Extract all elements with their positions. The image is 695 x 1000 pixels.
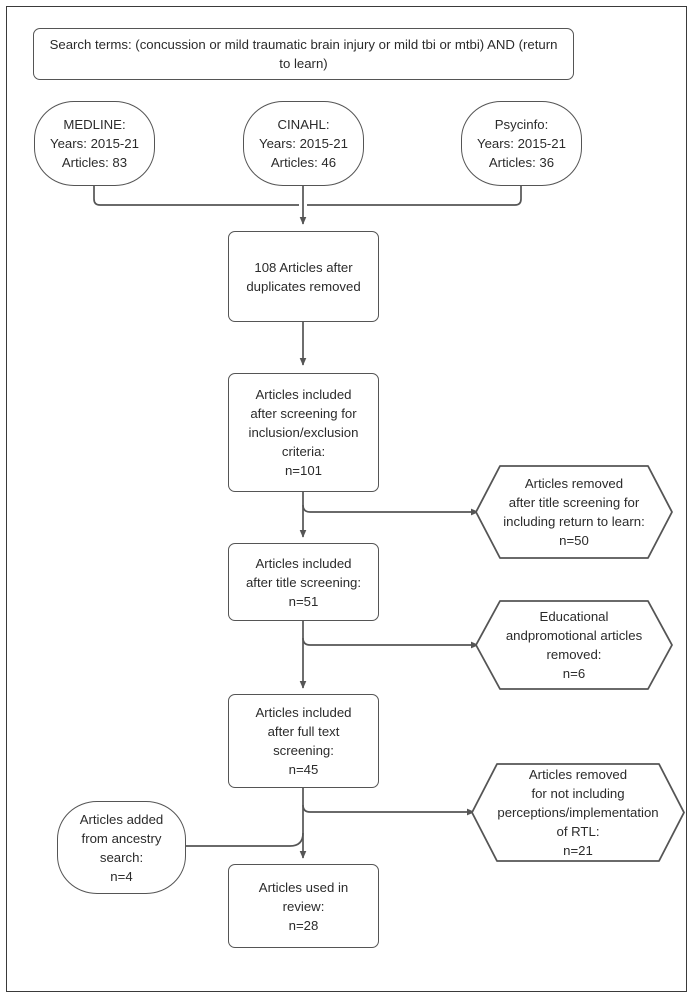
search-terms-box: Search terms: (concussion or mild trauma… [33, 28, 574, 80]
exclusion-hexagon-label: Articles removed after title screening f… [503, 476, 645, 548]
hexagon-shape [471, 763, 685, 862]
exclusion-hexagon-label: Articles removed for not including perce… [497, 767, 659, 858]
flow-box-inclusion-exclusion-screening: Articles included after screening for in… [228, 373, 379, 492]
hexagon-shape [475, 600, 673, 690]
exclusion-hexagon-label: Educational andpromotional articles remo… [505, 609, 643, 681]
exclusion-hexagon-removed-educational-promotional: Educational andpromotional articles remo… [474, 599, 674, 691]
hexagon-shape [475, 465, 673, 559]
diagram-frame [6, 6, 687, 992]
database-box-medline: MEDLINE: Years: 2015-21 Articles: 83 [34, 101, 155, 186]
flow-box-duplicates-removed: 108 Articles after duplicates removed [228, 231, 379, 322]
flow-box-articles-used-in-review: Articles used in review: n=28 [228, 864, 379, 948]
flow-box-title-screening: Articles included after title screening:… [228, 543, 379, 621]
database-box-cinahl: CINAHL: Years: 2015-21 Articles: 46 [243, 101, 364, 186]
flow-box-full-text-screening: Articles included after full text screen… [228, 694, 379, 788]
exclusion-hexagon-removed-title-screening: Articles removed after title screening f… [474, 464, 674, 560]
database-box-psycinfo: Psycinfo: Years: 2015-21 Articles: 36 [461, 101, 582, 186]
addition-box-ancestry-search: Articles added from ancestry search: n=4 [57, 801, 186, 894]
exclusion-hexagon-removed-not-including-perceptions: Articles removed for not including perce… [470, 762, 686, 863]
